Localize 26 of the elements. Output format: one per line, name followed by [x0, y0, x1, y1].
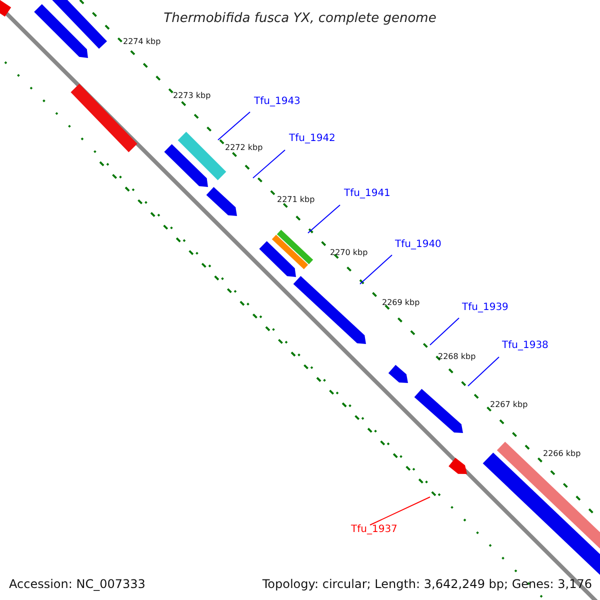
- gene-label: Tfu_1938: [502, 340, 548, 352]
- tick-label: 2270 kbp: [330, 248, 368, 258]
- gene-label: Tfu_1940: [395, 239, 442, 251]
- tick-label: 2274 kbp: [123, 37, 161, 47]
- gene-label: Tfu_1942: [289, 133, 336, 145]
- tick-label: 2271 kbp: [277, 195, 315, 205]
- leader-line: [252, 150, 286, 178]
- tick-label: 2273 kbp: [173, 91, 211, 101]
- leader-line: [468, 356, 500, 386]
- leader-line: [218, 112, 250, 140]
- gene-label: Tfu_1937: [351, 524, 398, 536]
- title: Thermobifida fusca YX, complete genome: [164, 11, 436, 26]
- leader-line: [430, 318, 460, 346]
- leader-line: [370, 496, 430, 526]
- genome-stats-text: Topology: circular; Length: 3,642,249 bp; Genes: 3,176: [262, 576, 592, 593]
- accession-text: Accession: NC_007333: [9, 576, 146, 593]
- tick-label: 2268 kbp: [438, 352, 476, 362]
- tick-label: 2266 kbp: [543, 449, 581, 459]
- leader-line: [308, 204, 340, 234]
- gene-label: Tfu_1939: [462, 302, 508, 314]
- leader-line: [360, 254, 392, 284]
- tick-label: 2267 kbp: [490, 400, 528, 410]
- tick-label: 2269 kbp: [382, 298, 420, 308]
- gene-label: Tfu_1941: [344, 188, 390, 200]
- tick-label: 2272 kbp: [225, 143, 263, 153]
- gene-label: Tfu_1943: [254, 96, 300, 108]
